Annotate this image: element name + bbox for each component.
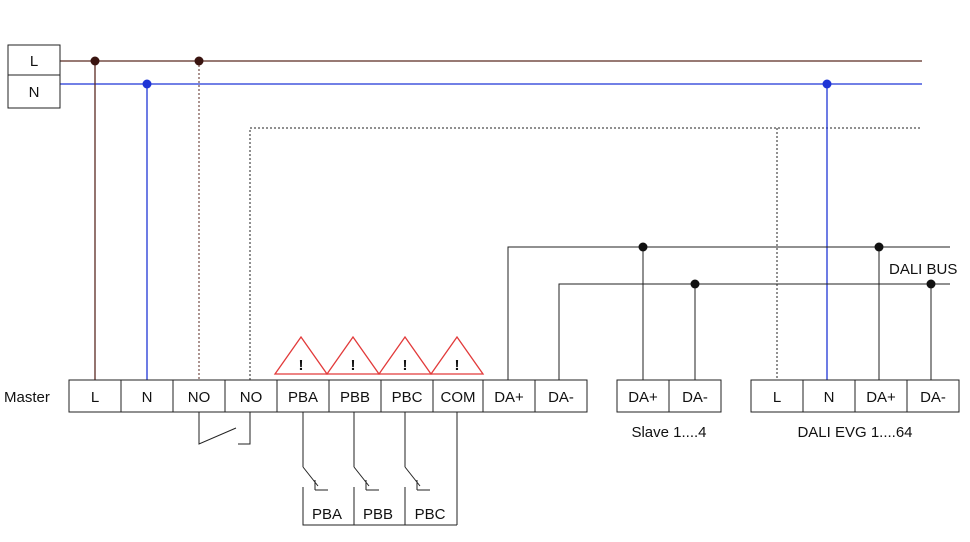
svg-text:!: ! [403, 357, 408, 374]
mains-L-box [7, 44, 61, 76]
svg-text:L: L [91, 389, 99, 406]
master-terminal-NO-1: NO [172, 379, 226, 413]
evg-terminal-L: L [750, 379, 804, 413]
dali-bus-label: DALI BUS [889, 261, 957, 278]
dali-bus: DALI BUS [507, 242, 957, 380]
mains-N-box [7, 74, 61, 109]
evg-terminal-DA-minus: DA- [906, 379, 960, 413]
push-button-switch-icon [302, 466, 319, 487]
switched-output-dotted [249, 127, 922, 380]
master-terminal-PBB: PBB [328, 379, 382, 413]
relay-contact-symbol [198, 412, 237, 445]
master-terminal-NO-2: NO [224, 379, 278, 413]
svg-text:DA+: DA+ [866, 389, 896, 406]
master-terminal-DA-minus: DA- [534, 379, 588, 413]
warning-icon: ! [325, 335, 381, 375]
slave-terminal-DA-minus: DA- [668, 379, 722, 413]
svg-text:PBB: PBB [340, 389, 370, 406]
master-terminal-block: Master L N NO NO PBA PBB PBC [4, 379, 588, 413]
svg-text:N: N [824, 389, 835, 406]
master-label: Master [4, 389, 50, 406]
master-terminal-L: L [68, 379, 122, 413]
svg-text:!: ! [455, 357, 460, 374]
push-button-switch-icon [353, 466, 370, 487]
svg-text:PBA: PBA [288, 389, 318, 406]
dali-bus-minus-line [558, 283, 950, 380]
svg-text:NO: NO [188, 389, 211, 406]
push-button-label-PBB: PBB [363, 506, 393, 523]
evg-caption: DALI EVG 1....64 [797, 424, 912, 441]
warning-icon: ! [273, 335, 329, 375]
svg-text:DA+: DA+ [494, 389, 524, 406]
push-button-box [302, 487, 457, 526]
dali-bus-plus-line [507, 246, 950, 380]
slave-terminal-block: DA+ DA- Slave 1....4 [616, 379, 722, 441]
svg-text:!: ! [351, 357, 356, 374]
svg-text:COM: COM [441, 389, 476, 406]
slave-DA-plus-junction [638, 242, 648, 252]
master-terminal-PBA: PBA [276, 379, 330, 413]
slave-DA-minus-junction [690, 279, 700, 289]
warning-icon: ! [429, 335, 485, 375]
master-terminal-N: N [120, 379, 174, 413]
svg-text:DA-: DA- [920, 389, 946, 406]
svg-text:NO: NO [240, 389, 263, 406]
master-terminal-COM: COM [432, 379, 484, 413]
svg-text:DA-: DA- [548, 389, 574, 406]
slave-caption: Slave 1....4 [631, 424, 706, 441]
master-terminal-DA-plus: DA+ [482, 379, 536, 413]
relay-contact-return [238, 412, 251, 445]
evg-terminal-DA-plus: DA+ [854, 379, 908, 413]
push-button-label-PBC: PBC [415, 506, 446, 523]
svg-text:N: N [142, 389, 153, 406]
svg-text:DA+: DA+ [628, 389, 658, 406]
svg-text:DA-: DA- [682, 389, 708, 406]
evg-terminal-N: N [802, 379, 856, 413]
master-N-junction [142, 79, 152, 89]
svg-text:L: L [773, 389, 781, 406]
mains-lines: L N [7, 44, 922, 109]
evg-terminal-block: L N DA+ DA- DALI EVG 1....64 [750, 379, 960, 441]
evg-N-junction [822, 79, 832, 89]
evg-DA-plus-junction [874, 242, 884, 252]
master-L-junction [90, 56, 100, 66]
master-terminal-PBC: PBC [380, 379, 434, 413]
push-button-wiring: PBA PBB PBC [302, 412, 458, 526]
relay-feed-junction [194, 56, 204, 66]
slave-terminal-DA-plus: DA+ [616, 379, 670, 413]
warning-triangles: ! ! ! ! [273, 335, 485, 375]
mains-N-label: N [29, 84, 40, 101]
svg-text:!: ! [299, 357, 304, 374]
push-button-label-PBA: PBA [312, 506, 342, 523]
push-button-switch-icon [404, 466, 421, 487]
mains-L-label: L [30, 53, 38, 70]
warning-icon: ! [377, 335, 433, 375]
svg-text:PBC: PBC [392, 389, 423, 406]
evg-DA-minus-junction [926, 279, 936, 289]
